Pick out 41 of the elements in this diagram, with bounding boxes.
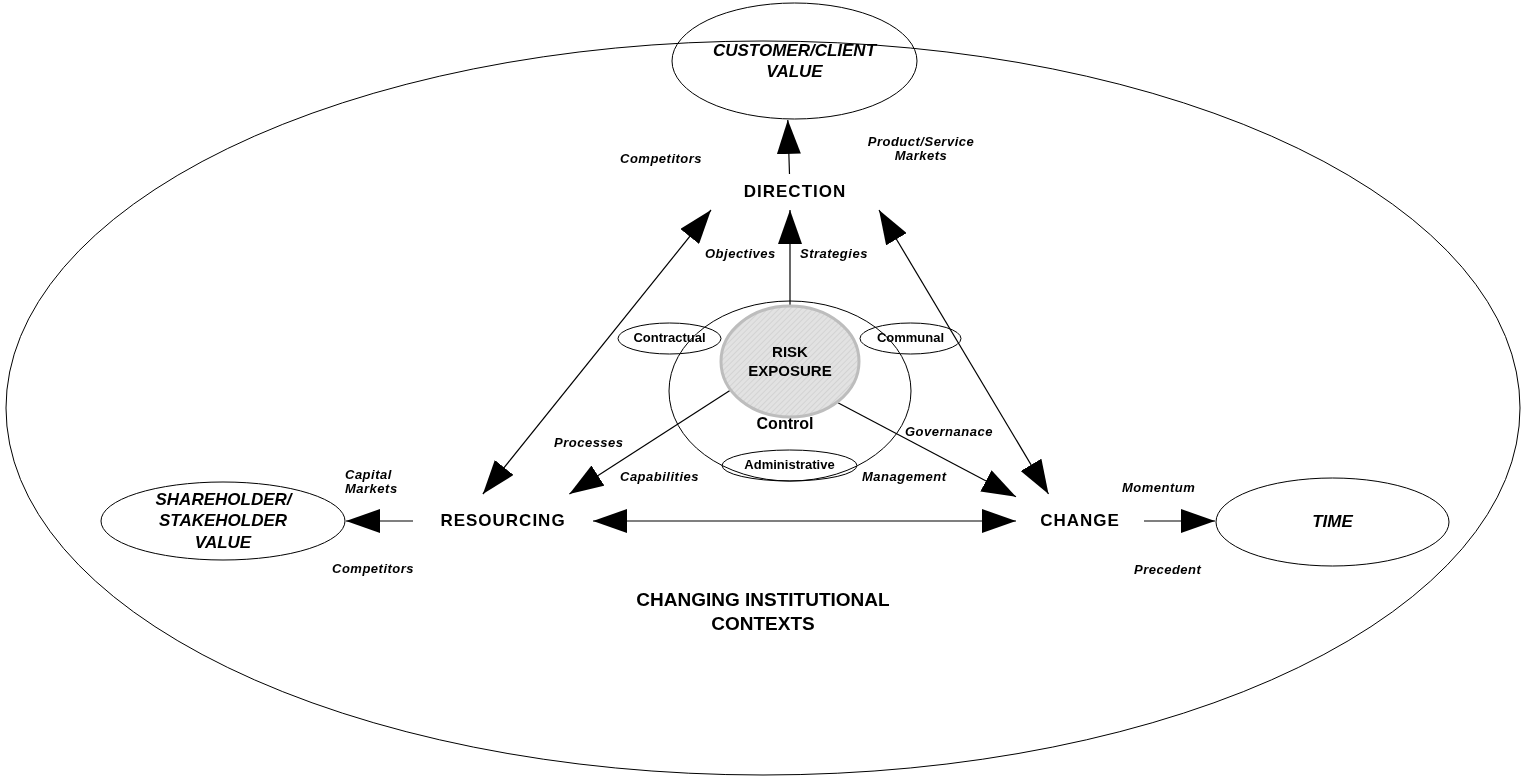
oval-node bbox=[1215, 477, 1450, 567]
node-label: CUSTOMER/CLIENT VALUE bbox=[711, 39, 879, 83]
annotation-label: Strategies bbox=[800, 247, 868, 262]
annotation-label: Objectives bbox=[705, 247, 776, 262]
node-label: TIME bbox=[1312, 511, 1353, 533]
annotation-label: Product/Service Markets bbox=[866, 135, 976, 164]
annotation-label: Capabilities bbox=[620, 470, 699, 485]
node-label: RISK EXPOSURE bbox=[747, 342, 833, 381]
annotation-label: Competitors bbox=[620, 152, 703, 167]
stage-label: CHANGE bbox=[1030, 508, 1130, 534]
node-label: CHANGING INSTITUTIONAL CONTEXTS bbox=[635, 588, 891, 636]
annotation-label: Capital Markets bbox=[345, 468, 399, 497]
arrow bbox=[778, 209, 802, 306]
arrow bbox=[837, 402, 1017, 498]
annotation-label: Processes bbox=[554, 436, 624, 451]
oval-node bbox=[671, 2, 918, 120]
oval-node bbox=[617, 322, 722, 355]
stage-label: RESOURCING bbox=[427, 508, 579, 534]
arrow bbox=[878, 209, 1050, 495]
arrow bbox=[568, 389, 731, 495]
arrow bbox=[1143, 509, 1216, 533]
annotation-label: Momentum bbox=[1122, 481, 1196, 496]
shaded-oval-node bbox=[720, 305, 860, 418]
node-label: Control bbox=[755, 414, 815, 434]
node-label: Communal bbox=[876, 330, 945, 347]
arrow bbox=[482, 209, 712, 495]
stage-label: DIRECTION bbox=[705, 178, 885, 206]
arrow bbox=[776, 119, 801, 175]
oval-node bbox=[859, 322, 962, 355]
arrow bbox=[592, 509, 1017, 533]
oval-node bbox=[100, 481, 346, 561]
oval-node bbox=[5, 40, 1521, 776]
node-label: SHAREHOLDER/ STAKEHOLDER VALUE bbox=[155, 489, 291, 553]
oval-node bbox=[721, 449, 858, 482]
node-label: Administrative bbox=[744, 457, 835, 474]
node-label: Contractual bbox=[633, 330, 706, 347]
annotation-label: Precedent bbox=[1134, 563, 1202, 578]
annotation-label: Management bbox=[862, 470, 947, 485]
annotation-label: Competitors bbox=[332, 562, 415, 577]
annotation-label: Governanace bbox=[905, 425, 993, 440]
arrow bbox=[345, 509, 414, 533]
